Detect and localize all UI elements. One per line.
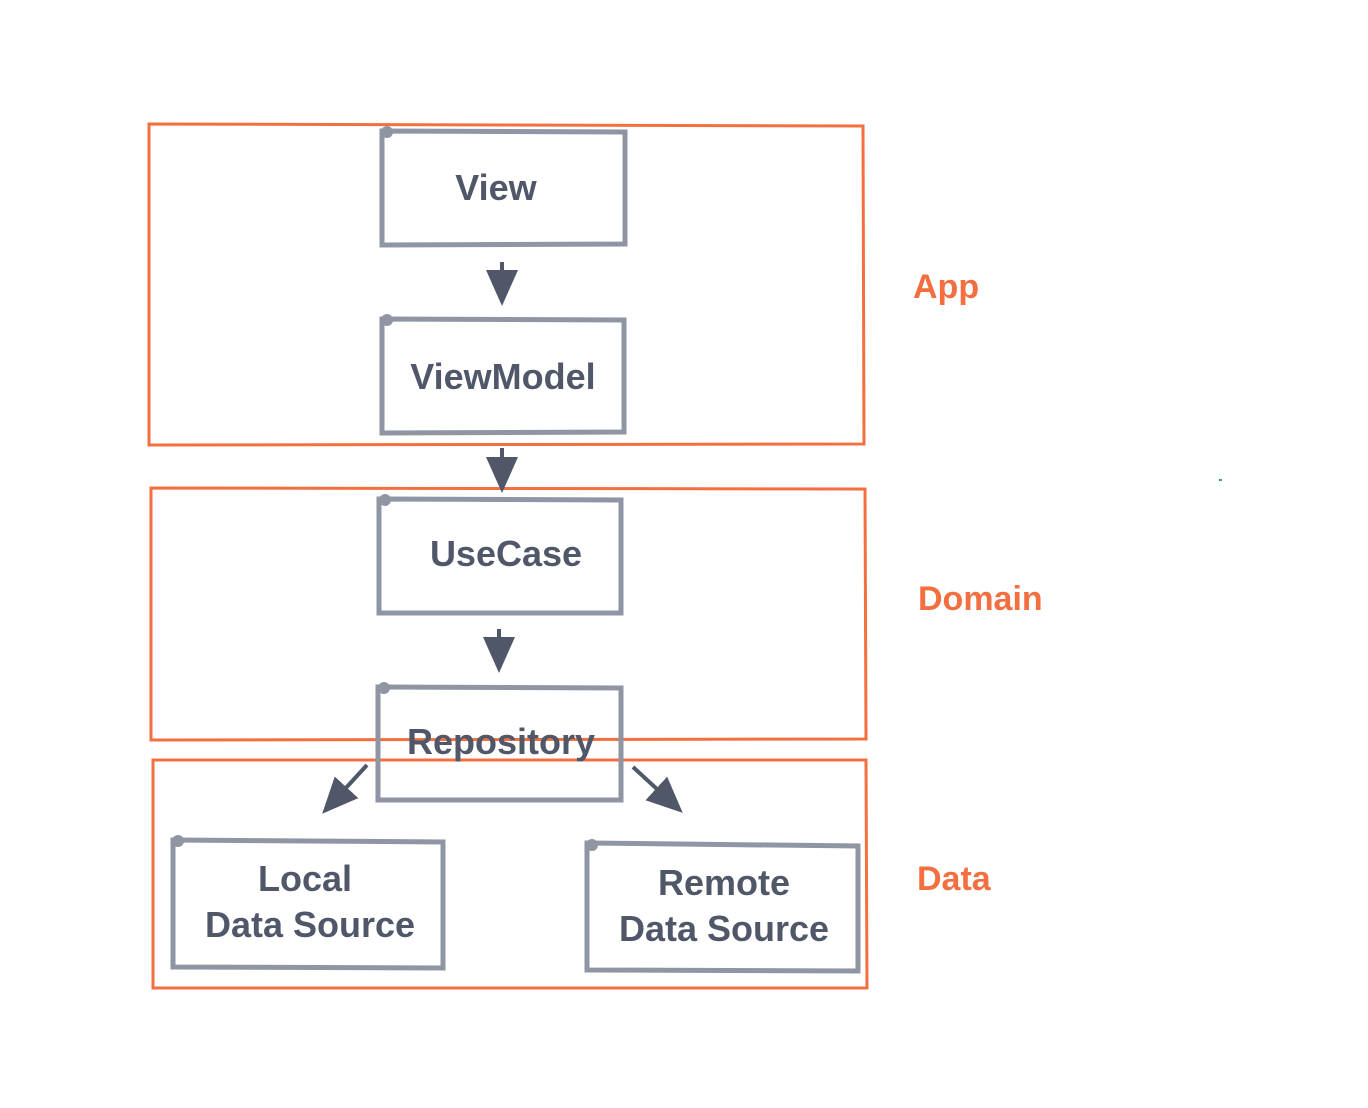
local-data-source-label-line1: Local [258, 858, 352, 899]
repository-label: Repository [407, 721, 595, 762]
local-data-source-label-line2: Data Source [205, 904, 415, 945]
use-case-label: UseCase [430, 533, 582, 574]
app-layer-box [147, 122, 866, 447]
use-case-node: UseCase [376, 494, 624, 616]
local-data-source-node: Local Data Source [170, 835, 446, 971]
remote-data-source-node: Remote Data Source [584, 839, 861, 974]
data-layer-box [151, 758, 869, 990]
view-label: View [455, 167, 537, 208]
app-layer-label: App [913, 268, 979, 306]
remote-data-source-label-line1: Remote [658, 862, 790, 903]
arrow-repository-to-local [322, 763, 369, 814]
stray-dot [1219, 479, 1222, 481]
domain-layer-label: Domain [918, 580, 1043, 618]
arrow-repository-to-remote [631, 765, 683, 813]
view-model-node: ViewModel [379, 314, 627, 436]
view-model-label: ViewModel [410, 356, 595, 397]
view-node: View [379, 126, 628, 248]
data-layer-label: Data [917, 860, 992, 898]
domain-layer-box [149, 486, 868, 742]
repository-node: Repository [375, 682, 624, 803]
remote-data-source-label-line2: Data Source [619, 908, 829, 949]
